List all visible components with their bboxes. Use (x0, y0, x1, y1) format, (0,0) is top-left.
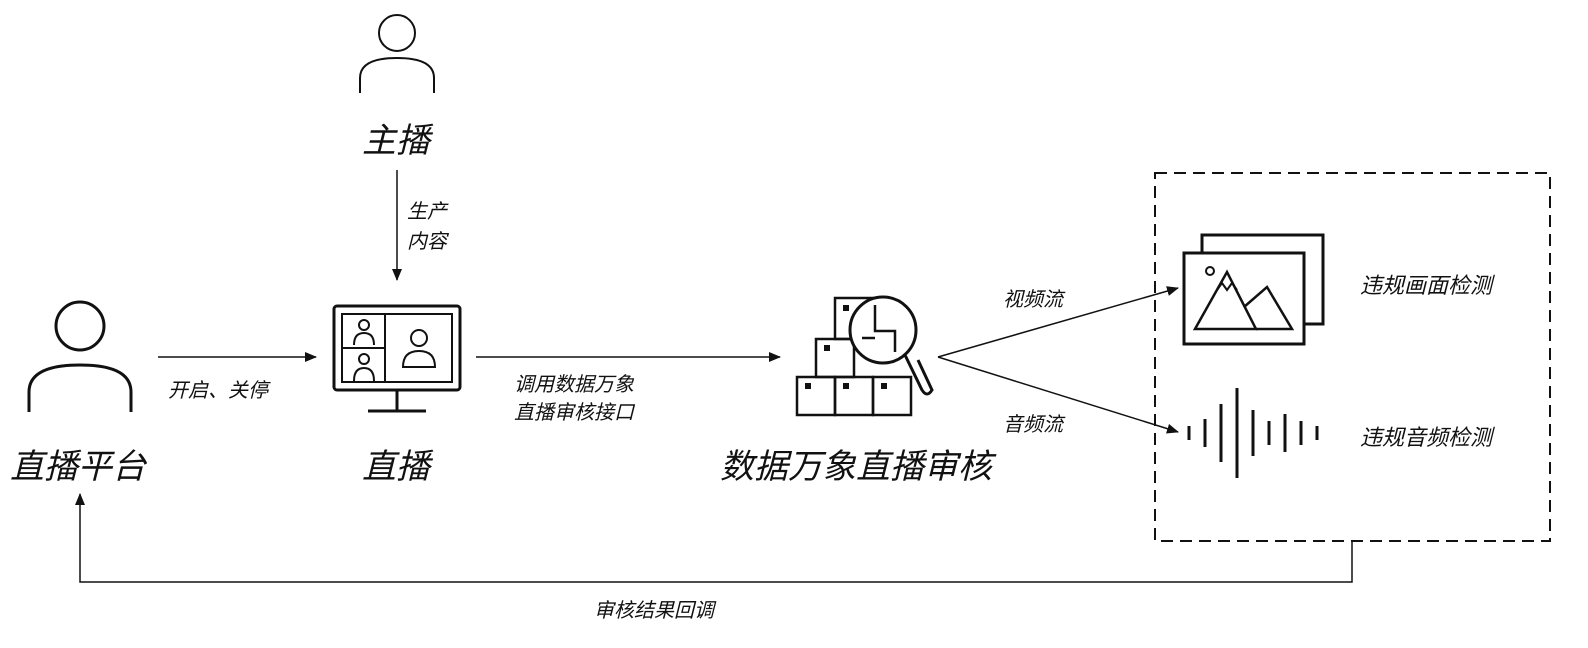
waveform-icon (1187, 388, 1319, 478)
produce-label-line2: 内容 (407, 229, 450, 253)
detection-group (1154, 172, 1551, 542)
platform-label: 直播平台 (10, 447, 148, 487)
image-gallery-icon (1182, 233, 1325, 346)
callback-arrow (75, 493, 1353, 583)
callback-label: 审核结果回调 (594, 598, 717, 622)
live-label: 直播 (362, 447, 434, 487)
audio-check-label: 违规音频检测 (1360, 426, 1495, 451)
api-label-line1: 调用数据万象 (514, 372, 635, 396)
start-stop-label: 开启、关停 (168, 378, 271, 402)
anchor-person-icon (359, 14, 435, 93)
audio-stream-arrow (937, 356, 1179, 434)
audio-stream-label: 音频流 (1003, 412, 1066, 436)
platform-person-icon (27, 300, 133, 412)
video-stream-label: 视频流 (1003, 287, 1066, 311)
produce-label-line1: 生产 (407, 199, 449, 223)
boxes-magnifier-icon (795, 295, 934, 417)
audit-label: 数据万象直播审核 (720, 447, 997, 487)
monitor-video-call-icon (332, 304, 462, 413)
api-label-line2: 直播审核接口 (514, 400, 636, 424)
anchor-label: 主播 (362, 121, 434, 161)
image-check-label: 违规画面检测 (1360, 274, 1495, 299)
video-stream-arrow (937, 286, 1179, 358)
